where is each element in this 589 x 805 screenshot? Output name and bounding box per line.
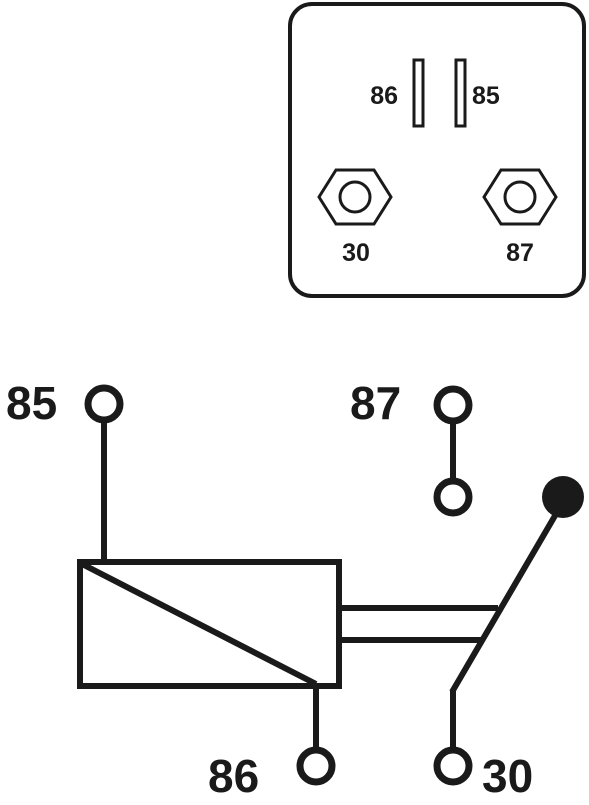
pinout-view: 86 85 30 87: [288, 2, 586, 298]
coil-symbol: [77, 559, 342, 689]
switch-arm: [449, 512, 559, 694]
terminal-86-circle: [296, 746, 336, 786]
pinout-label-86: 86: [370, 82, 398, 110]
schematic-label-30: 30: [482, 750, 533, 800]
pinout-label-30: 30: [342, 239, 370, 267]
coil-diagonal: [80, 561, 318, 687]
hex-terminal-30: [317, 168, 393, 226]
schematic-label-86: 86: [208, 750, 259, 800]
pinout-label-85: 85: [472, 82, 500, 110]
fixed-contact-circle: [433, 477, 473, 517]
blade-terminal-85: [454, 58, 467, 128]
relay-schematic: 85 86 87 30: [6, 377, 584, 802]
terminal-87-circle: [433, 385, 473, 425]
blade-terminal-86: [412, 58, 425, 128]
switch-pivot-dot: [542, 476, 584, 518]
hex-terminal-87: [482, 168, 558, 226]
terminal-30-circle: [433, 746, 473, 786]
relay-housing-outline: [288, 2, 586, 298]
schematic-label-85: 85: [6, 377, 57, 429]
terminal-85-circle: [84, 384, 124, 424]
schematic-label-87: 87: [350, 377, 401, 429]
pinout-label-87: 87: [506, 239, 534, 267]
